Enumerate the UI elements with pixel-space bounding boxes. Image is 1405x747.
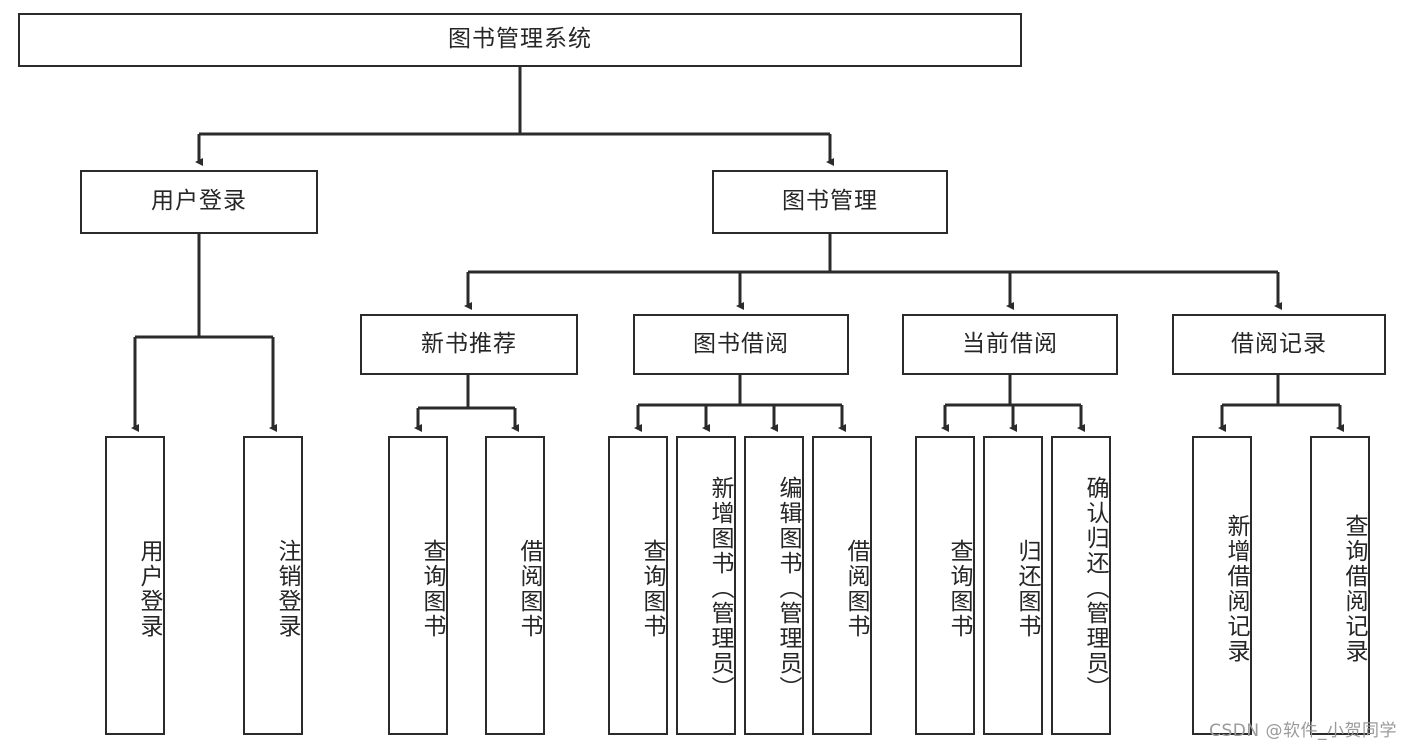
leaf-edit-book-admin-label: 编辑图书（管理员） — [775, 476, 801, 701]
leaf-user-login-label: 用户登录 — [136, 538, 162, 639]
node-new-book-recommend[interactable]: 新书推荐 — [360, 314, 578, 375]
leaf-confirm-return-admin[interactable]: 确认归还（管理员） — [1051, 436, 1111, 735]
node-user-login[interactable]: 用户登录 — [80, 170, 318, 234]
node-borrow-record-label: 借阅记录 — [1231, 330, 1327, 357]
leaf-logout-label: 注销登录 — [274, 538, 300, 639]
node-user-login-label: 用户登录 — [151, 188, 247, 215]
leaf-borrow-book-new-label: 借阅图书 — [516, 538, 542, 639]
leaf-edit-book-admin[interactable]: 编辑图书（管理员） — [744, 436, 804, 735]
leaf-return-book[interactable]: 归还图书 — [983, 436, 1043, 735]
leaf-user-login[interactable]: 用户登录 — [105, 436, 165, 735]
node-current-borrow-label: 当前借阅 — [962, 330, 1058, 357]
watermark: CSDN @软件_小贺同学 — [1209, 721, 1397, 741]
leaf-confirm-return-admin-label: 确认归还（管理员） — [1082, 476, 1108, 701]
leaf-query-borrow-record[interactable]: 查询借阅记录 — [1310, 436, 1370, 735]
leaf-add-book-admin-label: 新增图书（管理员） — [707, 476, 733, 701]
node-borrow-record[interactable]: 借阅记录 — [1172, 314, 1386, 375]
leaf-query-book-borrow[interactable]: 查询图书 — [608, 436, 668, 735]
leaf-query-book-new-label: 查询图书 — [419, 538, 445, 639]
leaf-add-borrow-record[interactable]: 新增借阅记录 — [1192, 436, 1252, 735]
leaf-add-book-admin[interactable]: 新增图书（管理员） — [676, 436, 736, 735]
node-current-borrow[interactable]: 当前借阅 — [902, 314, 1118, 375]
node-book-borrow[interactable]: 图书借阅 — [633, 314, 849, 375]
leaf-query-borrow-record-label: 查询借阅记录 — [1341, 513, 1367, 664]
node-book-borrow-label: 图书借阅 — [693, 330, 789, 357]
node-book-management-label: 图书管理 — [782, 188, 878, 215]
leaf-borrow-book[interactable]: 借阅图书 — [812, 436, 872, 735]
leaf-return-book-label: 归还图书 — [1014, 538, 1040, 639]
leaf-query-book-new[interactable]: 查询图书 — [388, 436, 448, 735]
leaf-borrow-book-label: 借阅图书 — [843, 538, 869, 639]
leaf-query-book-current-label: 查询图书 — [946, 538, 972, 639]
node-new-book-recommend-label: 新书推荐 — [421, 330, 517, 357]
leaf-query-book-borrow-label: 查询图书 — [639, 538, 665, 639]
leaf-logout[interactable]: 注销登录 — [243, 436, 303, 735]
leaf-add-borrow-record-label: 新增借阅记录 — [1223, 513, 1249, 664]
node-root-label: 图书管理系统 — [448, 26, 592, 53]
leaf-borrow-book-new[interactable]: 借阅图书 — [485, 436, 545, 735]
leaf-query-book-current[interactable]: 查询图书 — [915, 436, 975, 735]
node-book-management[interactable]: 图书管理 — [712, 170, 948, 234]
node-root[interactable]: 图书管理系统 — [18, 13, 1022, 67]
